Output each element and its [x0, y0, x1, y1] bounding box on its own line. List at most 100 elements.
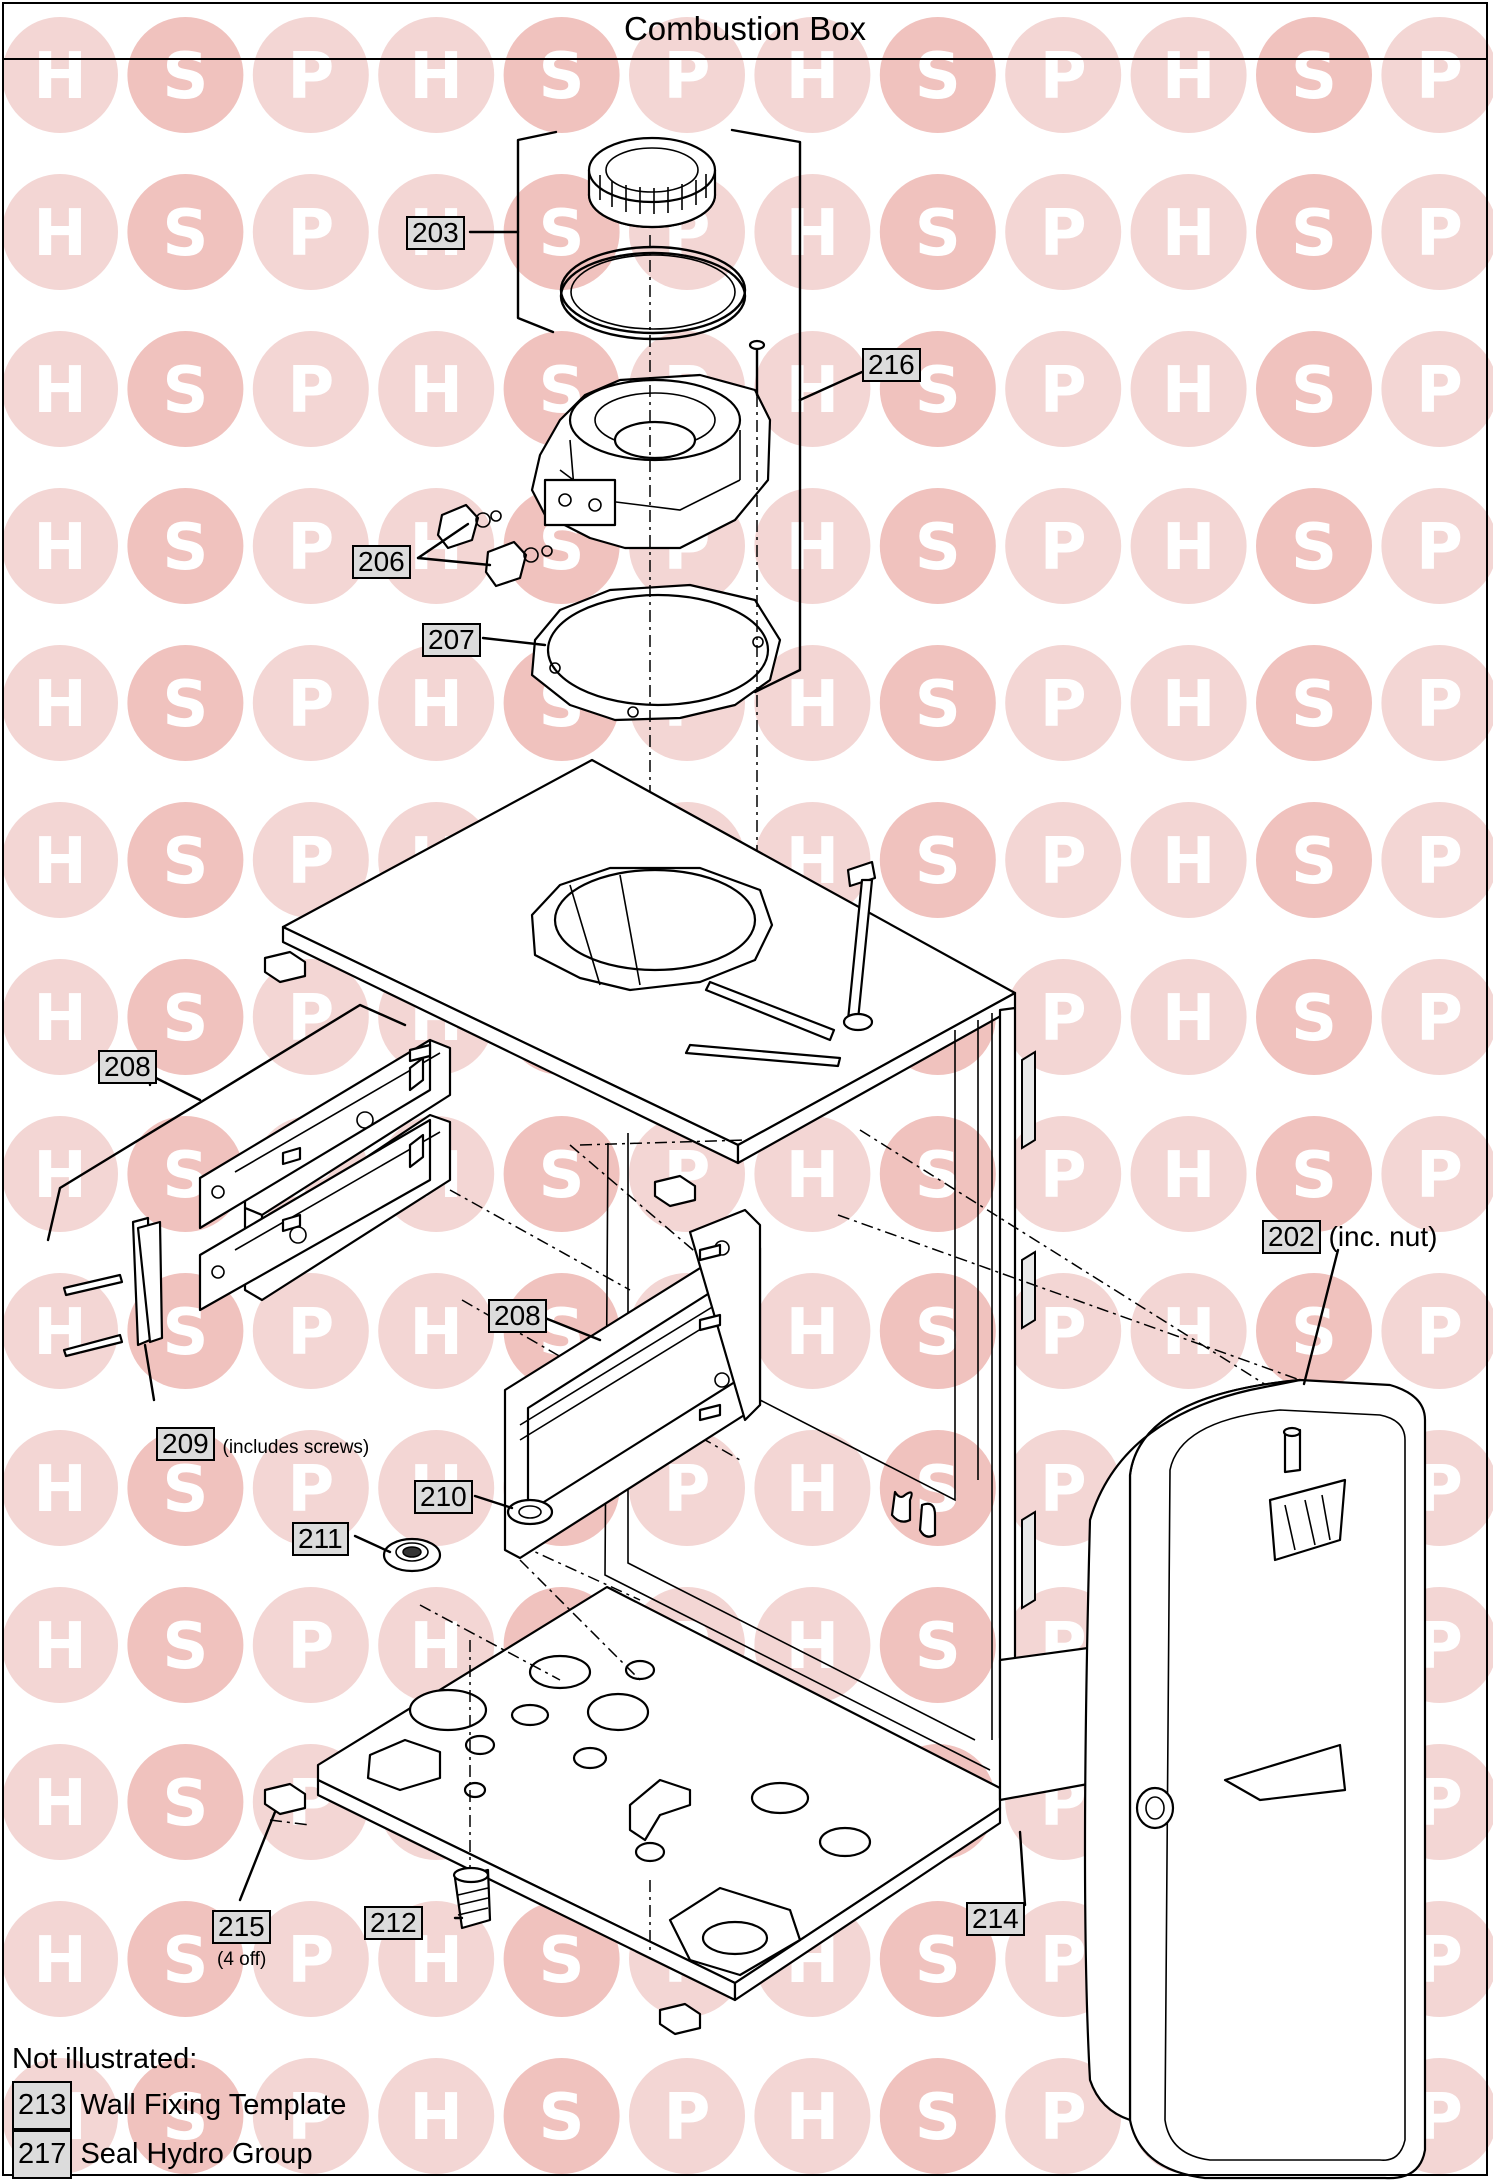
flue-adaptor	[530, 339, 772, 550]
callout-207[interactable]: 207	[422, 623, 481, 657]
watermark-letter: P	[1416, 40, 1463, 114]
watermark-circle	[2, 1744, 118, 1860]
watermark-letter: S	[539, 2081, 585, 2155]
page-title: Combustion Box	[623, 10, 867, 47]
callout-215[interactable]: 215	[212, 1910, 271, 1944]
leader-lines	[143, 522, 1340, 1920]
watermark-letter: P	[664, 1453, 711, 1527]
watermark-circle	[1130, 1116, 1247, 1232]
watermark-letter: H	[409, 2081, 463, 2155]
callout-208-left[interactable]: 208	[98, 1050, 157, 1084]
callout-209[interactable]: 209 (includes screws)	[156, 1427, 369, 1461]
watermark-circle	[1256, 802, 1372, 918]
watermark-letter: P	[287, 668, 334, 742]
callout-214[interactable]: 214	[966, 1902, 1025, 1936]
note-item[interactable]: 213 Wall Fixing Template	[12, 2081, 346, 2130]
watermark-letter: S	[1291, 982, 1337, 1056]
callout-216[interactable]: 216	[862, 348, 921, 382]
part-number: 207	[422, 623, 481, 657]
watermark-letter: S	[915, 825, 961, 899]
watermark-circle	[1381, 488, 1493, 604]
watermark-circle	[127, 488, 244, 604]
combustion-box-frame	[281, 758, 1112, 2002]
watermark-circle	[252, 488, 369, 604]
callout-210[interactable]: 210	[414, 1480, 473, 1514]
watermark-letter: S	[162, 40, 208, 114]
watermark-circle	[252, 802, 369, 918]
watermark-circle	[127, 17, 244, 133]
watermark-letter: H	[786, 1296, 840, 1370]
watermark-circle	[2, 488, 118, 604]
part-number: 215	[212, 1910, 271, 1944]
watermark-letter: P	[1040, 40, 1087, 114]
wall-bracket-left	[198, 1038, 452, 1312]
watermark-letter: H	[1162, 511, 1216, 585]
watermark-circle	[252, 1273, 369, 1389]
watermark-letter: S	[1291, 354, 1337, 428]
part-name: Wall Fixing Template	[80, 2089, 347, 2121]
watermark-letter: P	[664, 40, 711, 114]
watermark-circle	[1005, 1116, 1122, 1232]
watermark-circle	[879, 1587, 996, 1703]
callout-203[interactable]: 203	[406, 216, 465, 250]
watermark-letter: S	[915, 2081, 961, 2155]
watermark-letter: P	[1416, 354, 1463, 428]
watermark-circle	[252, 331, 369, 447]
watermark-circle	[1130, 488, 1247, 604]
flue-o-ring	[559, 245, 747, 341]
watermark-circle	[754, 174, 871, 290]
callout-206[interactable]: 206	[352, 545, 411, 579]
watermark-circle	[1130, 959, 1247, 1075]
watermark-letter: H	[786, 511, 840, 585]
watermark-circle	[1130, 17, 1247, 133]
watermark-letter: H	[786, 354, 840, 428]
drain-fitting	[452, 1866, 492, 1930]
watermark-letter: P	[1416, 197, 1463, 271]
feet-pads	[263, 950, 702, 2036]
callout-208-right[interactable]: 208	[488, 1299, 547, 1333]
part-number: 202	[1262, 1220, 1321, 1254]
note-item[interactable]: 217 Seal Hydro Group	[12, 2130, 346, 2179]
watermark-letter: S	[539, 1924, 585, 1998]
watermark-letter: S	[915, 197, 961, 271]
watermark-circle	[127, 331, 244, 447]
watermark-letter: P	[1416, 825, 1463, 899]
watermark-letter: P	[1040, 1139, 1087, 1213]
watermark-circle	[252, 1587, 369, 1703]
watermark-letter: P	[1416, 1139, 1463, 1213]
watermark-letter: P	[287, 511, 334, 585]
watermark-circle	[754, 1273, 871, 1389]
watermark-letter: S	[162, 354, 208, 428]
watermark-circle	[754, 1116, 871, 1232]
watermark-letter: P	[1040, 1924, 1087, 1998]
callout-211[interactable]: 211	[292, 1522, 349, 1556]
watermark-letter: P	[1040, 668, 1087, 742]
watermark-circle	[1005, 645, 1122, 761]
watermark-letter: H	[786, 197, 840, 271]
watermark-circle	[1381, 17, 1493, 133]
callout-202[interactable]: 202 (inc. nut)	[1262, 1220, 1437, 1254]
watermark-letter: S	[915, 1610, 961, 1684]
watermark-circle	[879, 17, 996, 133]
watermark-circle	[1005, 17, 1122, 133]
watermark-letter: H	[33, 197, 87, 271]
watermark-circle	[2, 1116, 118, 1232]
watermark-letter: S	[915, 1924, 961, 1998]
watermark-circle	[2, 959, 118, 1075]
watermark-circle	[754, 331, 871, 447]
watermark-letter: H	[33, 40, 87, 114]
watermark-letter: H	[409, 1296, 463, 1370]
watermark-letter: S	[1291, 40, 1337, 114]
watermark-circle	[1381, 645, 1493, 761]
watermark-circle	[2, 1587, 118, 1703]
flue-nut-bolt	[842, 860, 877, 1032]
watermark-circle	[2, 1273, 118, 1389]
watermark-circle	[503, 2058, 620, 2174]
watermark-letter: H	[786, 668, 840, 742]
watermark-letter: S	[162, 825, 208, 899]
watermark-circle	[1381, 959, 1493, 1075]
callout-212[interactable]: 212	[364, 1906, 423, 1940]
watermark-letter: S	[162, 511, 208, 585]
watermark-circle	[2, 802, 118, 918]
watermark-circle	[879, 174, 996, 290]
